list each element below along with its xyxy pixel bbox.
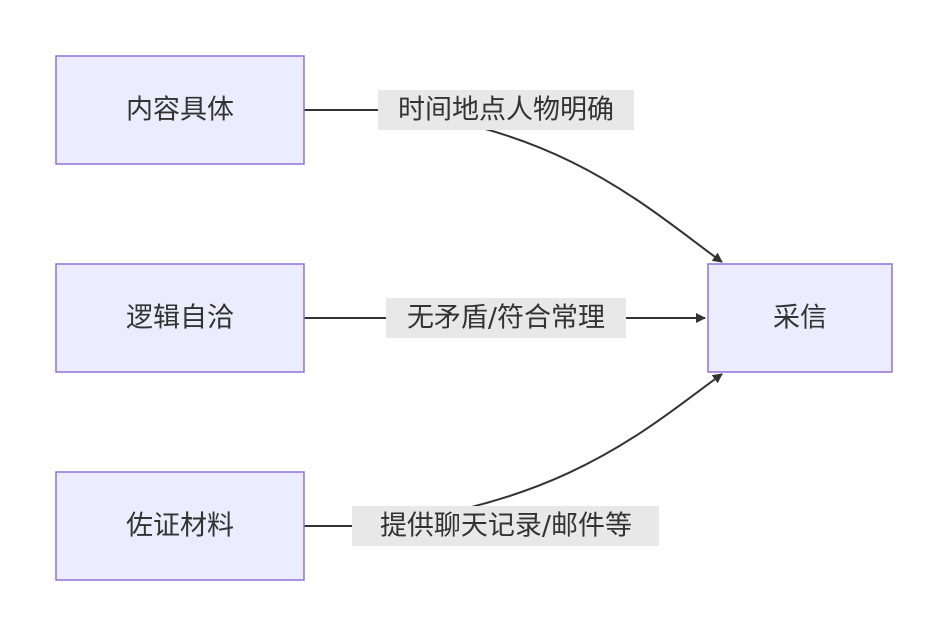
edge-label-content: 时间地点人物明确 bbox=[378, 90, 634, 130]
node-credible-label: 采信 bbox=[773, 303, 827, 334]
edge-label-content-text: 时间地点人物明确 bbox=[398, 95, 614, 126]
edge-content-to-trust bbox=[304, 109, 723, 263]
edge-evidence-to-trust bbox=[304, 373, 723, 527]
edge-label-evidence: 提供聊天记录/邮件等 bbox=[352, 506, 659, 546]
node-content-specific-label: 内容具体 bbox=[126, 95, 234, 126]
node-supporting-evidence: 佐证材料 bbox=[55, 471, 305, 581]
edge-label-evidence-text: 提供聊天记录/邮件等 bbox=[380, 511, 632, 542]
node-supporting-evidence-label: 佐证材料 bbox=[126, 511, 234, 542]
node-content-specific: 内容具体 bbox=[55, 55, 305, 165]
edge-label-logic: 无矛盾/符合常理 bbox=[386, 298, 626, 338]
node-logic-consistent-label: 逻辑自洽 bbox=[126, 303, 234, 334]
node-credible: 采信 bbox=[707, 263, 893, 373]
edge-label-logic-text: 无矛盾/符合常理 bbox=[407, 303, 605, 334]
node-logic-consistent: 逻辑自洽 bbox=[55, 263, 305, 373]
